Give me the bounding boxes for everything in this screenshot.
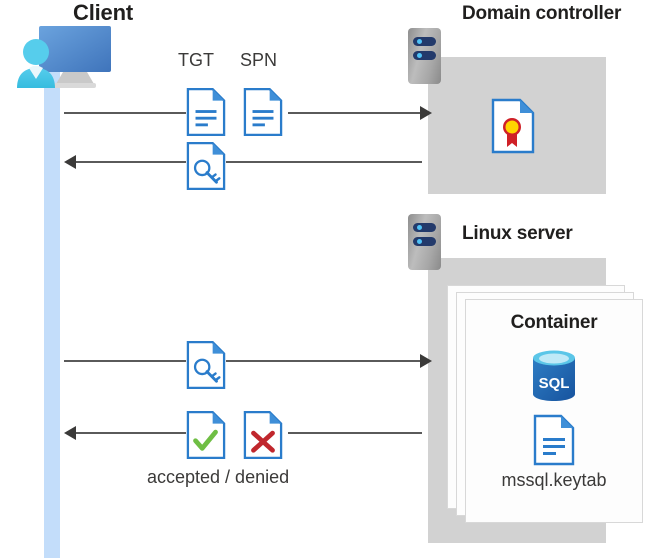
flow-line-request-right [288,112,422,114]
flow-line-present-right [226,360,422,362]
server-bay-icon [413,237,436,246]
flow-label-spn: SPN [240,50,278,70]
client-title: Client [73,0,133,25]
flow-arrowhead-present [420,354,432,368]
flow-arrowhead-ticket [64,155,76,169]
key-document-icon [186,141,226,191]
linux-server-title: Linux server [462,223,573,244]
container-title: Container [510,312,598,333]
spn-document-icon [243,87,283,137]
server-bay-icon [413,37,436,46]
tgt-document-icon [186,87,226,137]
svg-text:SQL: SQL [539,375,570,392]
domain-controller-server-icon [408,28,441,84]
flow-line-request-left [64,112,186,114]
flow-line-result-left [76,432,186,434]
result-caption: accepted / denied [147,467,290,487]
flow-arrowhead-result [64,426,76,440]
certificate-document-icon [491,98,535,154]
linux-server-icon [408,214,441,270]
domain-controller-title: Domain controller [462,3,622,24]
sql-database-icon: SQL [526,348,582,404]
server-bay-icon [413,51,436,60]
client-lifeline [44,66,60,558]
server-bay-icon [413,223,436,232]
flow-label-tgt: TGT [178,50,214,70]
denied-document-icon [243,410,283,460]
accepted-document-icon [186,410,226,460]
flow-line-result-right [288,432,422,434]
flow-line-present-left [64,360,186,362]
flow-line-ticket-right [226,161,422,163]
keytab-document-icon [533,414,575,466]
key-document-icon [186,340,226,390]
keytab-filename: mssql.keytab [501,470,607,490]
flow-line-ticket-left [76,161,186,163]
client-icon [8,24,120,90]
container-card-front: Container SQL mssql.keytab [465,299,643,523]
flow-arrowhead-request [420,106,432,120]
